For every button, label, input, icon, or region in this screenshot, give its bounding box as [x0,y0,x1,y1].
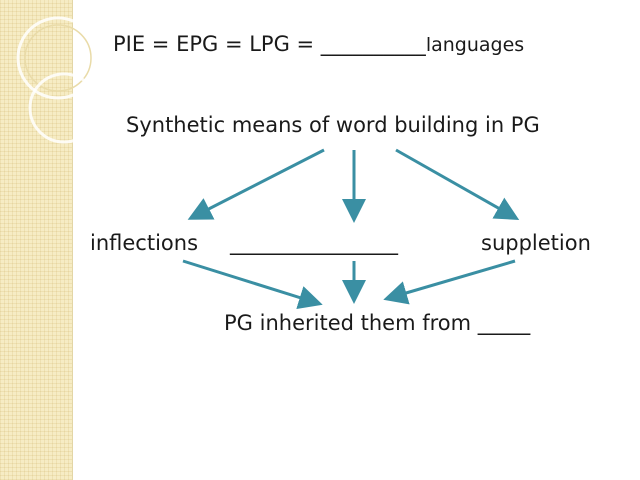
languages-statement: PIE = EPG = LPG = __________languages [113,34,524,55]
arrow-heading-to-right [395,148,520,220]
arrow-left-to-result [182,259,323,310]
branch-left: inflections [90,231,199,255]
languages-statement-text: PIE = EPG = LPG = __________ [113,32,426,56]
decorative-circle-large [16,16,100,100]
arrow-heading-to-left [187,148,325,220]
decorative-circles [16,16,100,144]
arrow-right-to-result [383,259,516,305]
decorative-side-panel [0,0,73,480]
decorative-circle-inner [24,24,92,92]
decorative-circle-small [28,72,100,144]
branch-middle-blank: ________________ [230,231,398,255]
languages-statement-suffix: languages [425,34,525,56]
branch-right: suppletion [481,231,591,255]
result-sentence: PG inherited them from _____ [224,311,531,335]
diagram-heading: Synthetic means of word building in PG [126,113,540,137]
